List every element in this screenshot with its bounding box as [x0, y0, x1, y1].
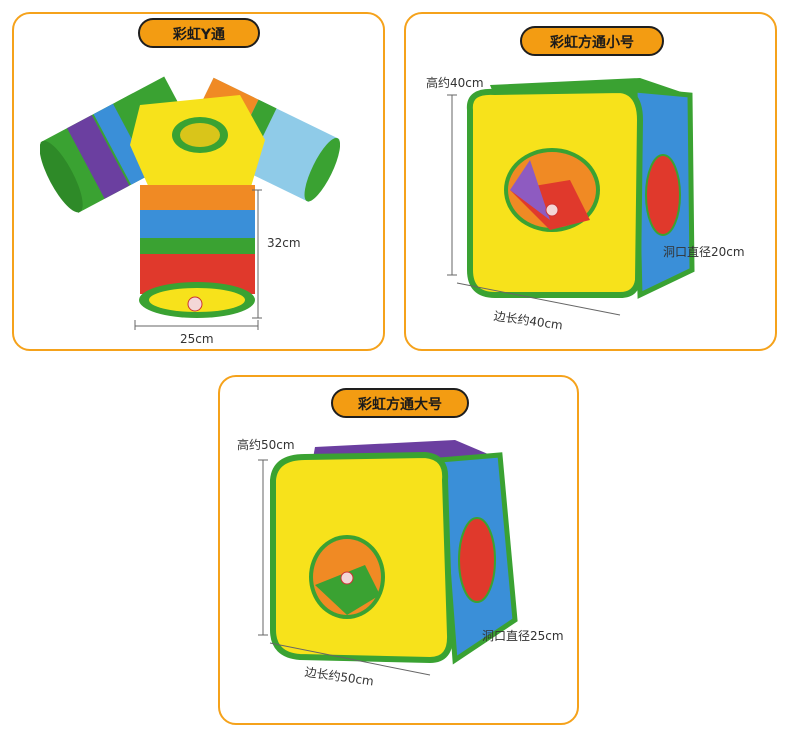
cube-large-hole-label: 洞口直径25cm: [482, 629, 564, 643]
y-tunnel-title: 彩虹Y通: [138, 18, 260, 48]
y-tunnel-height-label: 32cm: [267, 236, 301, 250]
cube-large-image: [258, 440, 518, 676]
cube-small-image: [447, 78, 695, 316]
y-tunnel-image: [40, 76, 340, 330]
cube-large-height-label: 高约50cm: [237, 438, 295, 452]
cube-large-title: 彩虹方通大号: [331, 388, 469, 418]
cube-small-height-label: 高约40cm: [426, 76, 484, 90]
y-tunnel-width-label: 25cm: [180, 332, 214, 346]
cube-small-title: 彩虹方通小号: [520, 26, 664, 56]
cube-small-hole-label: 洞口直径20cm: [663, 245, 745, 259]
